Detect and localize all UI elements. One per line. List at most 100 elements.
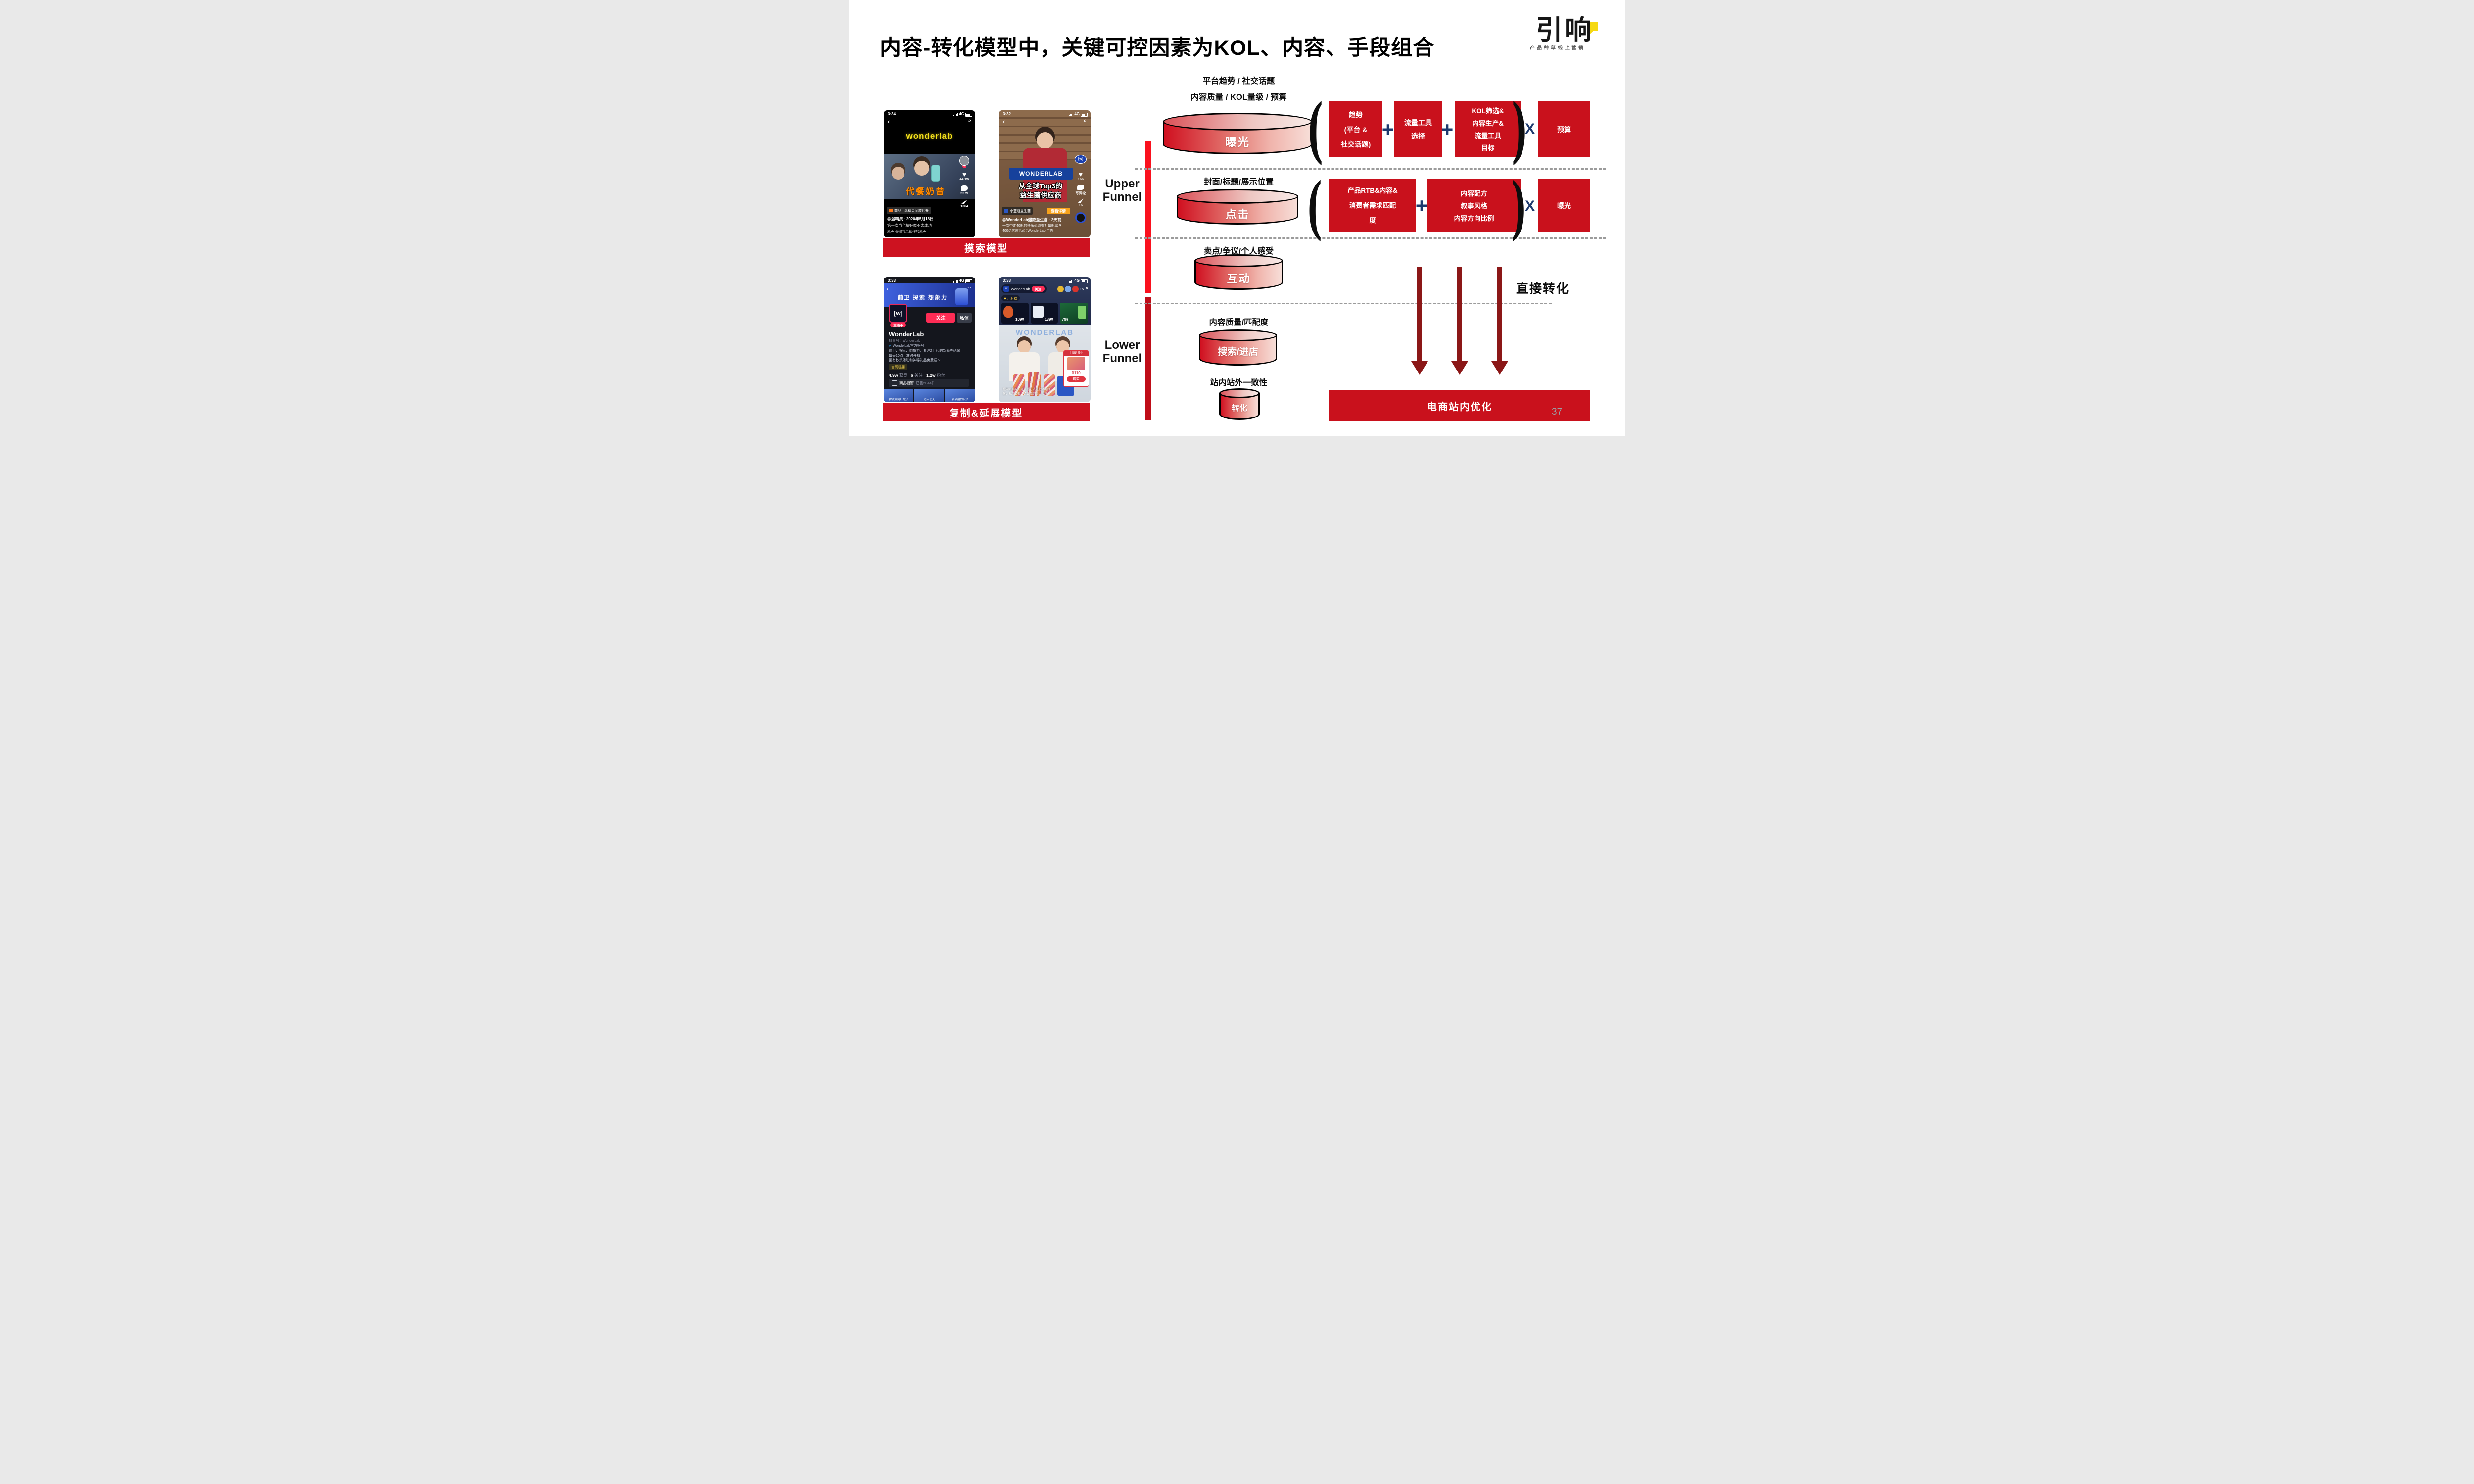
down-arrow <box>1457 267 1462 362</box>
viewer-count: 15 <box>1080 287 1084 291</box>
direct-conversion-label: 直接转化 <box>1516 282 1570 296</box>
formula-box-traffic-tool: 流量工具 选择 <box>1394 101 1442 157</box>
video-caption: 代餐奶昔 <box>906 187 946 196</box>
video-desc: 第一次当作精好像不太成功 <box>887 223 932 228</box>
video-thumbnail: 新品期的玩法 <box>945 389 975 402</box>
logo-tagline: 产品种草线上营销 <box>1530 46 1585 51</box>
divider-dashed-3 <box>1135 303 1552 304</box>
battery-icon <box>1081 113 1088 117</box>
like-count: ♥44.1w <box>956 171 973 181</box>
battery-icon <box>965 113 972 117</box>
network-label: 4G <box>1074 112 1080 116</box>
formula-box-rtb: 产品RTB&内容& 消费者需求匹配 度 <box>1329 179 1416 232</box>
plus-operator: + <box>1415 194 1428 217</box>
stage-factors-click: 封面/标题/展示位置 <box>1203 178 1274 186</box>
header-slogan: 前卫 探索 想象力 <box>898 295 948 301</box>
message-button: 私信 <box>957 313 972 323</box>
heart-icon: ♥ <box>1078 170 1083 178</box>
phone-screenshot-video-1: 3:34 4G ‹⌕ wonderlab 代餐奶昔 + ♥44.1w 5279 … <box>884 110 975 237</box>
network-label: 4G <box>959 278 964 283</box>
product-price: 79¥ <box>1062 317 1069 322</box>
comment-icon <box>1077 185 1084 190</box>
phone-screenshot-livestream: 3:33 4G w WonderLab 关注 15 ✕ ◆小时榜 109¥ 13… <box>999 277 1091 402</box>
plus-operator: + <box>1381 118 1394 141</box>
divider-dashed-1 <box>1135 168 1606 170</box>
video-music: 原声 @温精灵创作的原声 <box>887 230 927 233</box>
back-icon: ‹ <box>888 118 890 125</box>
profile-avatar: [w] <box>889 304 907 323</box>
battery-icon <box>965 279 972 283</box>
extend-model-banner: 复制&延展模型 <box>883 403 1090 421</box>
video-desc: 一次带走40瓶的快乐必须有！每瓶富含 400亿优质活菌#WonderLab 广告 <box>1002 224 1062 232</box>
video-overlay-text: 从全球Top3的 益生菌供应商 <box>1018 182 1063 199</box>
popup-title: 主播讲解中 <box>1064 351 1089 356</box>
clock: 3:34 <box>888 112 896 116</box>
product-bottle <box>1044 374 1055 396</box>
host-avatar: w <box>1003 286 1009 292</box>
back-icon: ‹ <box>887 285 889 292</box>
network-label: 4G <box>1074 278 1080 283</box>
upper-funnel-bar <box>1145 141 1151 293</box>
brand-box: WONDERLAB <box>1009 168 1073 180</box>
close-icon: ✕ <box>1085 286 1089 291</box>
upper-funnel-label: Upper Funnel <box>1102 177 1142 204</box>
profile-handle: 抖音号：WonderLab <box>889 339 921 343</box>
share-count: 16 <box>1072 198 1089 207</box>
product-card: 109¥ <box>1001 303 1029 324</box>
status-bar: 3:34 4G <box>888 112 972 117</box>
down-arrow-head <box>1411 361 1428 375</box>
profile-name: WonderLab <box>889 330 924 338</box>
clock: 3:33 <box>1003 278 1011 283</box>
formula-box-budget: 预算 <box>1538 101 1590 157</box>
music-disc-icon <box>1072 212 1089 224</box>
person-face <box>892 167 904 180</box>
status-bar: 3:32 4G <box>1003 112 1088 117</box>
network-label: 4G <box>959 112 964 116</box>
funnel-cylinder-engagement: 互动 <box>1194 254 1283 290</box>
open-bracket: ( <box>1306 168 1323 247</box>
video-author: @温精灵 · 2020年5月18日 <box>887 217 934 221</box>
phone-screenshot-video-2: 3:32 4G ‹ ⌕ WONDERLAB 从全球Top3的 益生菌供应商 [w]… <box>999 110 1091 237</box>
author-avatar: [w] <box>1072 155 1089 164</box>
down-arrow <box>1417 267 1422 362</box>
multiply-operator: X <box>1524 198 1535 214</box>
product-bottle <box>1028 372 1041 396</box>
close-bracket: ) <box>1511 89 1528 171</box>
stage-factors-search: 内容质量/匹配度 <box>1209 318 1269 327</box>
person-face <box>914 161 929 176</box>
video-author: @WonderLab爆款益生菌 · 2天前 <box>1002 218 1062 222</box>
product-card: 139¥ <box>1031 303 1058 324</box>
share-count: 1364 <box>956 199 973 208</box>
down-arrow-head <box>1491 361 1508 375</box>
battery-icon <box>1081 279 1088 283</box>
brand-logo: 引响 产品种草线上营销 <box>1529 11 1616 58</box>
comment-count: 5279 <box>956 186 973 195</box>
popup-price: ¥110 <box>1072 371 1081 375</box>
popup-product-image <box>1067 357 1085 370</box>
verified-row: ✔ WonderLab官方账号 <box>889 344 924 348</box>
shop-bag-icon <box>892 380 897 386</box>
more-icon: ⋯ <box>966 285 971 291</box>
funnel-cylinder-search: 搜索/进店 <box>1199 329 1277 366</box>
divider-dashed-2 <box>1135 237 1606 239</box>
lower-funnel-label: Lower Funnel <box>1102 338 1142 365</box>
host-face <box>1018 340 1031 353</box>
shop-chip: 小蓝瓶益生菌 <box>1002 207 1033 215</box>
product-bottle <box>1013 374 1025 396</box>
formula-box-content-recipe: 内容配方 叙事风格 内容方向比例 <box>1427 179 1521 232</box>
product-tag: 商品｜温精灵同款代餐 <box>887 207 931 214</box>
slide: 内容-转化模型中，关键可控因素为KOL、内容、手段组合 引响 产品种草线上营销 … <box>849 0 1625 436</box>
signal-icon <box>953 113 958 116</box>
backdrop-brand: WONDERLAB <box>1015 328 1074 337</box>
follow-button: 关注 <box>1031 286 1045 292</box>
ecommerce-optimization-bar: 电商站内优化 <box>1329 390 1590 421</box>
multiply-operator: X <box>1524 121 1535 137</box>
back-icon: ‹ <box>1003 118 1005 125</box>
shop-avatar <box>1004 209 1008 213</box>
open-bracket: ( <box>1306 89 1324 171</box>
formula-box-trend: 趋势 (平台 & 社交话题) <box>1329 101 1382 157</box>
lower-funnel-bar <box>1145 297 1151 420</box>
website-link-chip: 官网链接 <box>889 364 907 370</box>
trophy-icon: ◆ <box>1004 296 1006 300</box>
search-icon: ⌕ <box>1083 118 1087 124</box>
